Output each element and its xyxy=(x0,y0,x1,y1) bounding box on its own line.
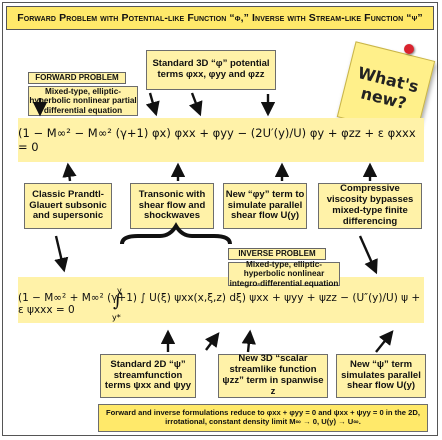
arrow-up-1 xyxy=(62,162,77,182)
curly-brace xyxy=(120,222,232,245)
arrow-to-eq2-left xyxy=(54,235,69,273)
diagram-title: Forward Problem with Potential-like Func… xyxy=(6,6,434,30)
standard-2d-psi-box: Standard 2D “ψ” streamfunction terms ψxx… xyxy=(100,354,196,398)
inverse-equation: (1 − M∞² + M∞² (γ+1) ∫ U(ξ) ψxx(x,ξ,z) d… xyxy=(18,277,424,323)
arrow-up-8 xyxy=(375,330,394,353)
integral-upper-limit: y xyxy=(117,286,122,295)
transonic-box: Transonic with shear flow and shockwaves xyxy=(130,183,214,229)
inverse-equation-text: (1 − M∞² + M∞² (γ+1) ∫ U(ξ) ψxx(x,ξ,z) d… xyxy=(18,292,421,316)
forward-equation-text: (1 − M∞² − M∞² (γ+1) φx) φxx + φyy − (2U… xyxy=(18,126,416,154)
compressive-viscosity-box: Compressive viscosity bypasses mixed-typ… xyxy=(318,183,422,229)
integral-sign: ∫ xyxy=(113,290,123,311)
prandtl-glauert-box: Classic Prandtl-Glauert subsonic and sup… xyxy=(24,183,112,229)
phi-y-term-box: New “φy” term to simulate parallel shear… xyxy=(223,183,307,229)
inverse-problem-description: Mixed-type, elliptic-hyperbolic nonlinea… xyxy=(228,259,340,288)
potential-terms-box: Standard 3D “φ” potential terms φxx, φyy… xyxy=(146,50,276,90)
arrow-up-6 xyxy=(241,329,256,353)
integral-lower-limit: y* xyxy=(112,313,121,322)
arrow-to-eq2-right xyxy=(358,235,378,275)
diagram-frame xyxy=(2,2,438,436)
arrow-down-2 xyxy=(188,92,203,117)
forward-problem-label: FORWARD PROBLEM xyxy=(28,72,126,84)
inverse-problem-label: INVERSE PROBLEM xyxy=(228,248,326,260)
arrow-up-7 xyxy=(205,332,220,351)
forward-equation: (1 − M∞² − M∞² (γ+1) φx) φxx + φyy − (2U… xyxy=(18,118,424,162)
new-psi-term-box: New “ψ” term simulates parallel shear fl… xyxy=(336,354,426,398)
new-3d-psi-zz-box: New 3D “scalar streamlike function ψzz” … xyxy=(218,353,328,398)
pushpin-icon xyxy=(404,44,414,54)
footer-box: Forward and inverse formulations reduce … xyxy=(98,404,428,432)
arrow-down-1 xyxy=(145,92,160,117)
